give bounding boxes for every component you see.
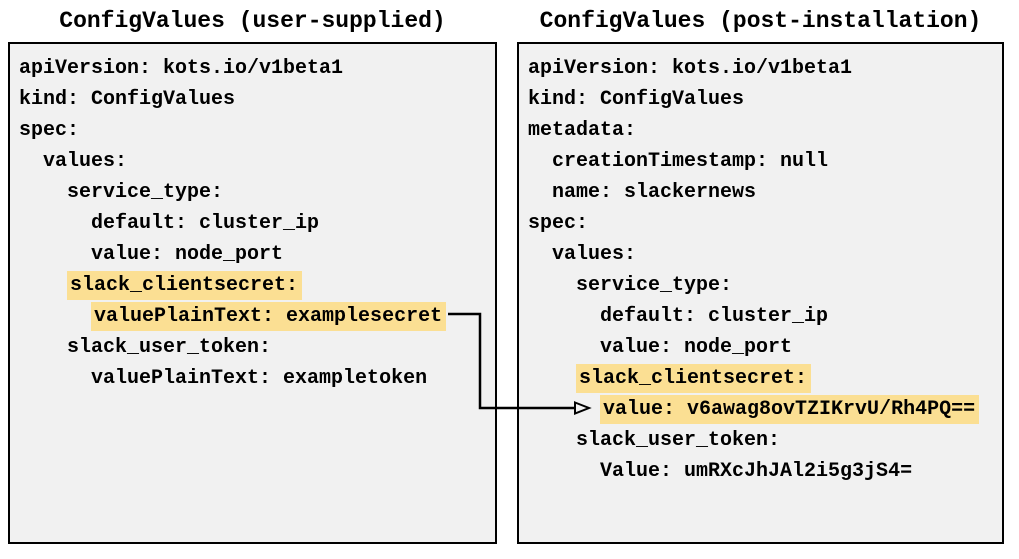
code-line-text: spec: (19, 119, 80, 142)
code-line-text: metadata: (528, 119, 637, 142)
code-line: creationTimestamp: null (528, 146, 1002, 177)
code-line-indent (528, 398, 600, 421)
code-line-indent (19, 305, 91, 328)
post-installation-panel-title: ConfigValues (post-installation) (539, 8, 982, 34)
code-line: slack_clientsecret: (19, 270, 495, 301)
code-line-indent (528, 460, 600, 483)
code-line-indent (528, 274, 576, 297)
code-line-text: slack_user_token: (67, 336, 272, 359)
code-line-indent (528, 367, 576, 390)
code-line-text: creationTimestamp: null (552, 150, 829, 173)
code-line-text: service_type: (576, 274, 733, 297)
code-line-text: values: (552, 243, 637, 266)
code-line-text: slack_clientsecret: (67, 271, 303, 300)
code-line: spec: (19, 115, 495, 146)
code-line: metadata: (528, 115, 1002, 146)
code-line-indent (528, 150, 552, 173)
code-line-text: value: node_port (600, 336, 793, 359)
code-line-text: name: slackernews (552, 181, 757, 204)
code-line-indent (528, 336, 600, 359)
code-line-indent (19, 336, 67, 359)
code-line-indent (528, 429, 576, 452)
code-line-text: value: node_port (91, 243, 284, 266)
code-line-indent (528, 305, 600, 328)
code-line-indent (19, 367, 91, 390)
code-line-indent (19, 181, 67, 204)
code-line-indent (528, 181, 552, 204)
code-line-text: value: v6awag8ovTZIKrvU/Rh4PQ== (600, 395, 980, 424)
user-supplied-config-box: apiVersion: kots.io/v1beta1 kind: ConfigV… (8, 42, 497, 544)
code-line-text: default: cluster_ip (91, 212, 320, 235)
code-line: slack_user_token: (19, 332, 495, 363)
code-line-text: default: cluster_ip (600, 305, 829, 328)
code-line: default: cluster_ip (528, 301, 1002, 332)
code-line-text: slack_user_token: (576, 429, 781, 452)
code-line: value: node_port (528, 332, 1002, 363)
code-line: value: v6awag8ovTZIKrvU/Rh4PQ== (528, 394, 1002, 425)
code-line-indent (19, 243, 91, 266)
code-line-text: values: (43, 150, 128, 173)
code-line: values: (528, 239, 1002, 270)
code-line-text: valuePlainText: examplesecret (91, 302, 447, 331)
code-line: name: slackernews (528, 177, 1002, 208)
code-line-indent (19, 274, 67, 297)
code-line: valuePlainText: examplesecret (19, 301, 495, 332)
code-line: kind: ConfigValues (19, 84, 495, 115)
code-line: apiVersion: kots.io/v1beta1 (19, 53, 495, 84)
code-line-text: Value: umRXcJhJAl2i5g3jS4= (600, 460, 913, 483)
code-line: service_type: (19, 177, 495, 208)
code-line: service_type: (528, 270, 1002, 301)
code-line-text: service_type: (67, 181, 224, 204)
code-line: slack_user_token: (528, 425, 1002, 456)
code-line-text: kind: ConfigValues (19, 88, 236, 111)
code-line: spec: (528, 208, 1002, 239)
post-installation-config-box: apiVersion: kots.io/v1beta1 kind: ConfigV… (517, 42, 1004, 544)
code-line-indent (19, 212, 91, 235)
code-line: values: (19, 146, 495, 177)
code-line: valuePlainText: exampletoken (19, 363, 495, 394)
code-line: value: node_port (19, 239, 495, 270)
code-line: kind: ConfigValues (528, 84, 1002, 115)
code-line-text: kind: ConfigValues (528, 88, 745, 111)
code-line: Value: umRXcJhJAl2i5g3jS4= (528, 456, 1002, 487)
code-line: apiVersion: kots.io/v1beta1 (528, 53, 1002, 84)
code-line-text: valuePlainText: exampletoken (91, 367, 428, 390)
code-line-indent (528, 243, 552, 266)
code-line-indent (19, 150, 43, 173)
code-line-text: apiVersion: kots.io/v1beta1 (19, 57, 344, 80)
code-line-text: apiVersion: kots.io/v1beta1 (528, 57, 853, 80)
code-line: default: cluster_ip (19, 208, 495, 239)
user-supplied-panel-title: ConfigValues (user-supplied) (59, 8, 446, 34)
code-line: slack_clientsecret: (528, 363, 1002, 394)
code-line-text: spec: (528, 212, 589, 235)
code-line-text: slack_clientsecret: (576, 364, 812, 393)
